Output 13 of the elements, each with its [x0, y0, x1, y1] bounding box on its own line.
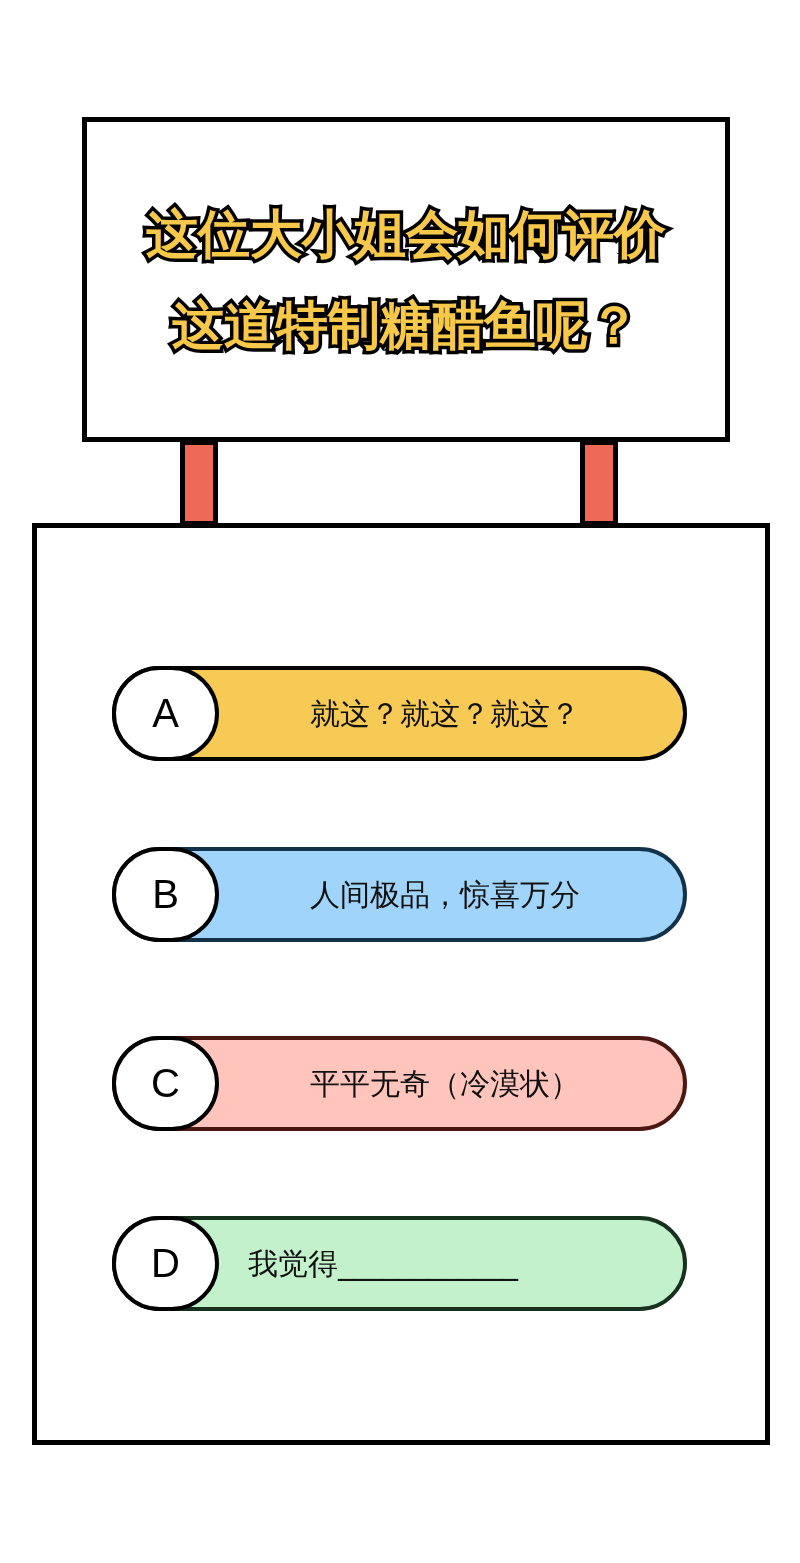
option-text: 我觉得____________ [248, 1244, 520, 1283]
option-letter: A [112, 666, 219, 761]
option-text: 平平无奇（冷漠状） [308, 1064, 581, 1102]
sign-post [180, 440, 218, 526]
option-letter: D [112, 1216, 219, 1311]
sign-post [580, 440, 618, 526]
option-letter: C [112, 1036, 219, 1131]
option-text: 就这？就这？就这？ [308, 694, 581, 732]
sign-board [82, 117, 730, 442]
option-text: 人间极品，惊喜万分 [308, 875, 581, 913]
answer-panel [32, 523, 770, 1445]
question-title: 这位大小姐会如何评价这道特制糖醋鱼呢？ [145, 202, 667, 357]
option-letter: B [112, 847, 219, 942]
